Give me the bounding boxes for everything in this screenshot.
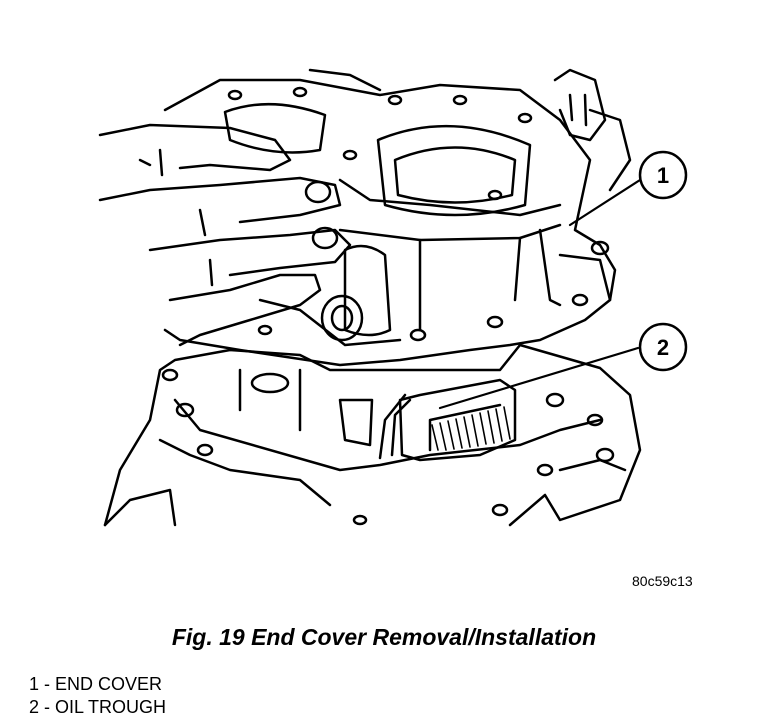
callout-1-circle: [638, 150, 688, 200]
end-cover-illustration: 1 2: [98, 68, 688, 527]
callout-2-label: 2: [657, 335, 669, 360]
end-cover: [163, 78, 617, 367]
image-reference-code: 80c59c13: [632, 573, 693, 589]
legend-text: - END COVER: [39, 674, 163, 694]
technician-hands: [98, 68, 632, 347]
legend-number: 2: [29, 697, 40, 717]
callout-1-label: 1: [657, 163, 669, 188]
legend-text: - OIL TROUGH: [39, 697, 167, 717]
callout-2-circle: [638, 322, 688, 372]
figure-caption: Fig. 19 End Cover Removal/Installation: [171, 624, 597, 650]
legend-item: 2 - OIL TROUGH: [29, 696, 166, 719]
figure-legend: 1 - END COVER 2 - OIL TROUGH: [29, 673, 166, 719]
legend-number: 1: [29, 674, 40, 694]
legend-item: 1 - END COVER: [29, 673, 166, 696]
transmission-case: [103, 343, 642, 527]
oil-trough: [378, 378, 517, 462]
callout-leaders: [438, 178, 642, 410]
